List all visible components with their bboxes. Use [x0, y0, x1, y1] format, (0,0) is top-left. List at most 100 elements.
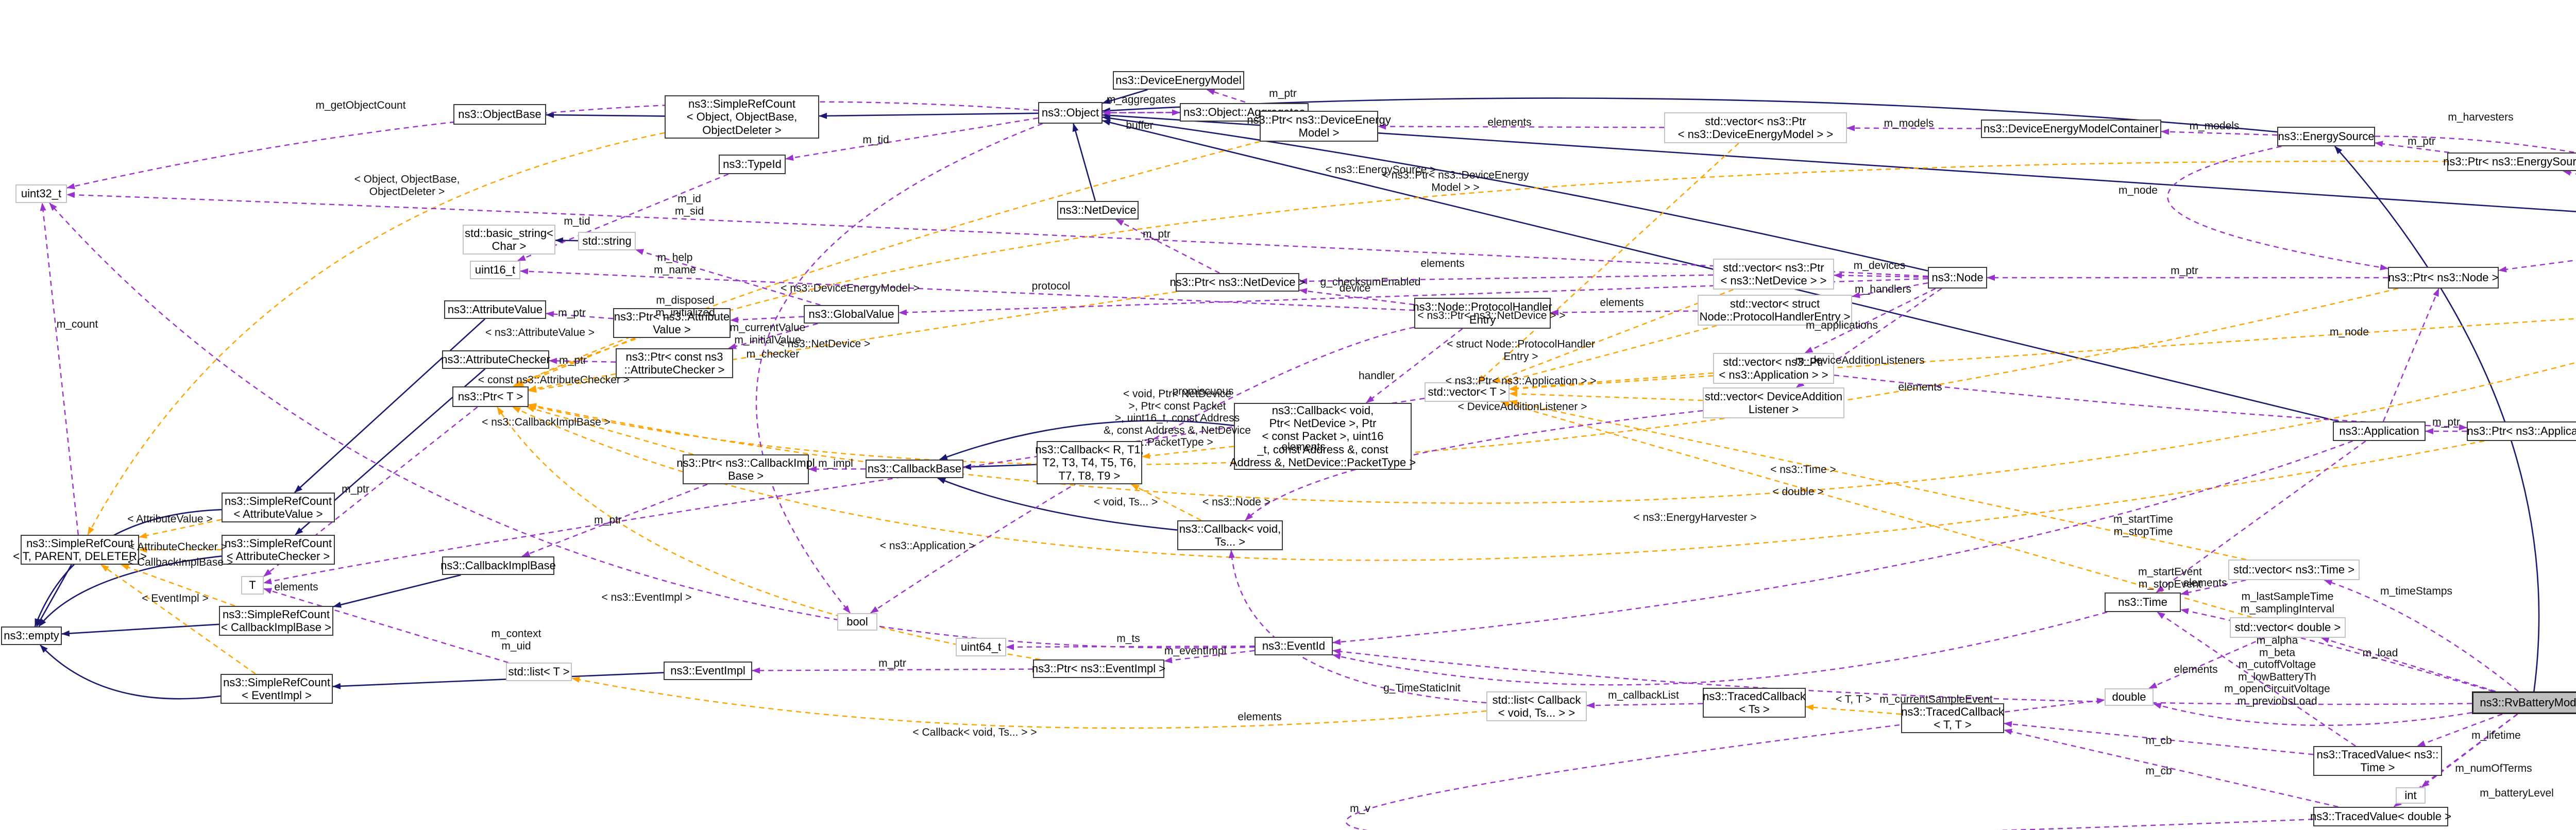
class-box-ptr-app[interactable]: ns3::Ptr< ns3::Application > — [2467, 421, 2576, 441]
class-box-attrvalue[interactable]: ns3::AttributeValue — [444, 300, 546, 319]
edge-globalvalue-string — [635, 249, 821, 306]
class-box-cib[interactable]: ns3::CallbackImplBase — [440, 556, 556, 575]
class-box-string: std::string — [578, 232, 636, 250]
class-box-ptr-nd[interactable]: ns3::Ptr< ns3::NetDevice > — [1170, 273, 1305, 292]
class-box-vec-t: std::vector< T > — [1425, 382, 1510, 402]
class-box-dem[interactable]: ns3::DeviceEnergyModel — [1113, 71, 1244, 90]
edge-netdevice-object — [1072, 123, 1096, 201]
edge-cb_nd-cb_generic — [1142, 446, 1234, 459]
edge-tv_double-tc_tt — [2004, 729, 2338, 808]
edge-eventid-ptr_ei — [1164, 650, 1255, 664]
class-box-src-ac[interactable]: ns3::SimpleRefCount < AttributeChecker > — [222, 535, 335, 565]
edge-energysource-ptr_node — [2167, 145, 2388, 270]
class-box-callbackbase[interactable]: ns3::CallbackBase — [866, 460, 963, 478]
edge-cb_nd-callbackbase — [939, 420, 1234, 461]
class-box-time[interactable]: ns3::Time — [2105, 592, 2181, 612]
edge-ptr_nd-ptr_t — [528, 291, 1177, 393]
edge-rvbattery-tv_time — [2417, 713, 2503, 747]
class-box-cb-nd[interactable]: ns3::Callback< void, Ptr< NetDevice >, P… — [1230, 403, 1416, 470]
class-box-vec-phe: std::vector< struct Node::ProtocolHandle… — [1698, 295, 1852, 326]
edge-ptr_eh-ptr_t — [528, 362, 2576, 504]
edge-ptr_av-attrvalue — [546, 311, 614, 319]
class-box-typeid[interactable]: ns3::TypeId — [719, 155, 786, 174]
edge-src_av-empty — [34, 509, 222, 627]
edge-object-uint32 — [66, 101, 1039, 190]
edge-ptr_es-ptr_t — [513, 160, 2448, 387]
edge-ptr_ac-attrchecker — [549, 358, 616, 364]
class-box-energysource[interactable]: ns3::EnergySource — [2277, 127, 2375, 146]
class-box-vec-dem: std::vector< ns3::Ptr < ns3::DeviceEnerg… — [1664, 112, 1847, 143]
edge-harvester-ptr_node — [2498, 259, 2576, 273]
class-box-globalvalue[interactable]: ns3::GlobalValue — [804, 305, 899, 324]
class-box-eventimpl[interactable]: ns3::EventImpl — [664, 662, 752, 680]
class-box-tv-time[interactable]: ns3::TracedValue< ns3:: Time > — [2313, 746, 2442, 776]
edge-tv_time-tc_tt — [2004, 721, 2314, 755]
class-box-int: int — [2396, 787, 2426, 804]
class-box-netdevice[interactable]: ns3::NetDevice — [1057, 201, 1139, 219]
edge-vec_time-time — [2180, 579, 2246, 596]
class-box-attrchecker[interactable]: ns3::AttributeChecker — [441, 350, 550, 369]
edge-demc-vec_dem — [1846, 125, 1981, 131]
class-box-cb-generic[interactable]: ns3::Callback< R, T1, T2, T3, T4, T5, T6… — [1035, 441, 1144, 484]
class-box-src-ei[interactable]: ns3::SimpleRefCount < EventImpl > — [221, 674, 333, 704]
class-box-T: T — [241, 576, 264, 595]
edge-object-typeid — [785, 117, 1039, 161]
edge-ptr_cib-ptr_t — [526, 406, 693, 455]
class-box-node[interactable]: ns3::Node — [1928, 267, 1987, 289]
class-box-empty[interactable]: ns3::empty — [1, 626, 62, 645]
class-box-vec-time: std::vector< ns3::Time > — [2228, 560, 2360, 580]
class-box-objectbase[interactable]: ns3::ObjectBase — [453, 104, 546, 125]
edge-vec_double-vec_t — [1500, 401, 2252, 618]
class-box-src-cib[interactable]: ns3::SimpleRefCount < CallbackImplBase > — [219, 606, 333, 636]
class-box-ptr-es[interactable]: ns3::Ptr< ns3::EnergySource > — [2443, 153, 2576, 171]
edge-eventimpl-src_ei — [332, 672, 664, 689]
class-box-cb-void[interactable]: ns3::Callback< void, Ts... > — [1177, 520, 1283, 550]
class-box-ptr-cib[interactable]: ns3::Ptr< ns3::CallbackImpl Base > — [676, 454, 815, 484]
class-box-ptr-t[interactable]: ns3::Ptr< T > — [452, 386, 529, 407]
class-box-list-cb: std::list< Callback < void, Ts... > > — [1486, 691, 1587, 721]
edge-vec_dem-vec_t — [1477, 143, 1739, 383]
class-box-tv-double[interactable]: ns3::TracedValue< double > — [2310, 807, 2451, 826]
edge-node-vec_app — [1804, 287, 1936, 354]
class-box-ptr-dem[interactable]: ns3::Ptr< ns3::DeviceEnergy Model > — [1247, 111, 1391, 142]
edge-src_cib-empty — [61, 623, 219, 637]
class-box-basicstring: std::basic_string< Char > — [463, 225, 555, 255]
class-box-demc[interactable]: ns3::DeviceEnergyModelContainer — [1981, 120, 2161, 138]
class-box-vec-app: std::vector< ns3::Ptr < ns3::Application… — [1713, 353, 1834, 384]
edge-phe-cb_nd — [1366, 328, 1463, 403]
edge-energysource-vec_eh — [2375, 135, 2576, 154]
class-box-uint32: uint32_t — [15, 184, 67, 203]
class-box-ptr-av[interactable]: ns3::Ptr< ns3::Attribute Value > — [613, 308, 731, 338]
edge-vec_dal-vec_t — [1509, 391, 1703, 401]
class-box-uint64: uint64_t — [956, 638, 1006, 656]
class-box-object[interactable]: ns3::Object — [1038, 102, 1103, 124]
class-box-application[interactable]: ns3::Application — [2333, 421, 2426, 441]
edge-vec_app-vec_t — [1509, 372, 1714, 392]
edge-src_cib-src_tpd — [121, 564, 235, 607]
class-box-vec-double: std::vector< double > — [2230, 617, 2346, 638]
class-box-rvbattery[interactable]: ns3::RvBatteryModel — [2472, 691, 2576, 714]
class-box-tc-ts[interactable]: ns3::TracedCallback < Ts > — [1703, 688, 1806, 718]
class-box-tc-tt[interactable]: ns3::TracedCallback < T, T > — [1901, 703, 2004, 733]
class-box-uint16: uint16_t — [470, 261, 520, 279]
class-box-eventid[interactable]: ns3::EventId — [1255, 637, 1333, 655]
edge-src_obj-src_tpd — [87, 132, 665, 535]
class-box-ptr-ac[interactable]: ns3::Ptr< const ns3 ::AttributeChecker > — [616, 348, 733, 378]
edge-dem-object — [1102, 89, 1148, 104]
edge-phe-ptr_nd — [1299, 288, 1415, 306]
class-box-ptr-node[interactable]: ns3::Ptr< ns3::Node > — [2388, 267, 2499, 289]
class-box-src-av[interactable]: ns3::SimpleRefCount < AttributeValue > — [222, 493, 335, 522]
edge-vec_nd-vec_t — [1492, 289, 1734, 383]
edge-ptr_ei-ptr_t — [497, 406, 1041, 660]
class-box-ptr-ei[interactable]: ns3::Ptr< ns3::EventImpl > — [1032, 659, 1165, 678]
class-box-src-obj[interactable]: ns3::SimpleRefCount < Object, ObjectBase… — [665, 95, 819, 139]
edge-tc_ts-list_cb — [1586, 702, 1703, 709]
edge-vec_app-ptr_app — [1834, 374, 2467, 431]
edge-globalvalue-ptr_av — [730, 316, 804, 323]
class-box-phe[interactable]: ns3::Node::ProtocolHandler Entry — [1413, 298, 1552, 329]
edge-ptr_es-energysource — [2375, 141, 2449, 154]
edge-vec_phe-phe — [1550, 309, 1698, 316]
class-box-src-tpd[interactable]: ns3::SimpleRefCount < T, PARENT, DELETER… — [13, 535, 147, 565]
edge-energysource-object — [1102, 97, 2278, 133]
